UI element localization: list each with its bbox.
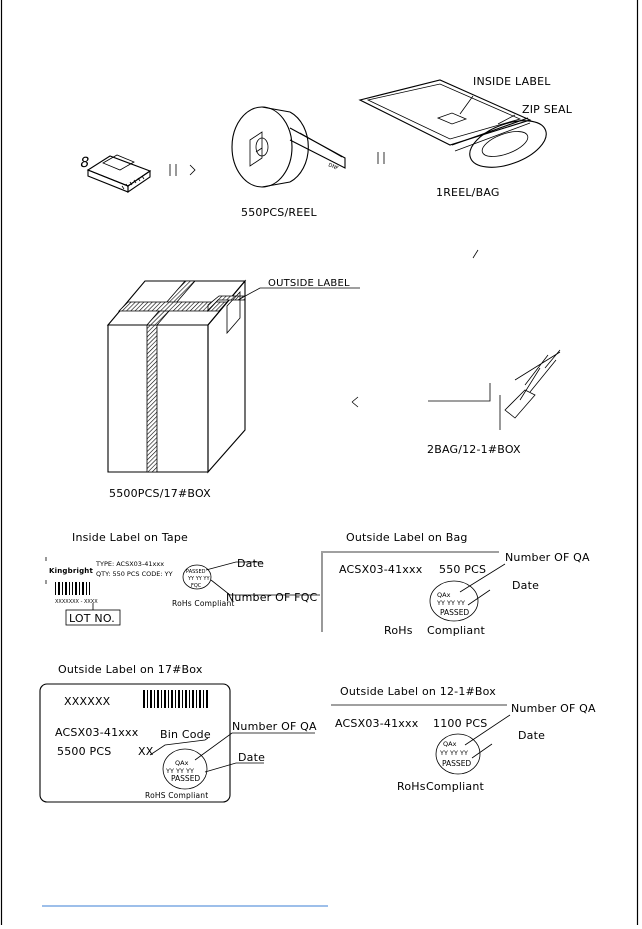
box12-qty-label: 2BAG/12-1#BOX [427, 443, 521, 456]
box12-stamp-line3: PASSED [442, 759, 471, 768]
tape-barcode-text: XXXXXXX - XXXX [55, 599, 98, 605]
tape-rohs: RoHs Compliant [172, 599, 235, 608]
box17-stamp-line2: YY YY YY [165, 767, 194, 775]
bag-stamp-line1: QAx [437, 591, 451, 599]
box17-stamp-line3: PASSED [171, 774, 200, 783]
box12-qty: 1100 PCS [433, 717, 487, 730]
box17-stamp-line1: QAx [175, 759, 189, 767]
bag-callout-qa: Number OF QA [505, 551, 590, 564]
bag-stamp-line2: YY YY YY [436, 599, 465, 607]
tape-label-title: Inside Label on Tape [72, 531, 188, 544]
zip-seal-callout: ZIP SEAL [522, 103, 573, 116]
tape-label-section: Inside Label on Tape Kingbright TYPE: AC… [45, 531, 320, 626]
box17-part: ACSX03-41xxx [55, 726, 139, 739]
tape-stamp-line2: YY YY YY [187, 576, 210, 582]
tape-lot-no: LOT NO. [69, 612, 115, 625]
box17-callout-qa: Number OF QA [232, 720, 317, 733]
svg-text:8: 8 [79, 155, 91, 171]
bag-qty: 550 PCS [439, 563, 486, 576]
bag-callout-date: Date [512, 579, 539, 592]
box17-callout-date: Date [238, 751, 265, 764]
tape-barcode [55, 582, 90, 595]
box17-qty: 5500 PCS [57, 745, 111, 758]
reel-qty-label: 550PCS/REEL [241, 206, 318, 219]
bag-part: ACSX03-41xxx [339, 563, 423, 576]
bag-rohs: RoHs [384, 624, 413, 637]
box12-label-section: Outside Label on 12-1#Box ACSX03-41xxx 1… [331, 685, 596, 793]
tape-qty-line: QTY: 550 PCS CODE: YY [96, 570, 173, 578]
box17-drawing: OUTSIDE LABEL 5500PCS/17#BOX [106, 278, 360, 500]
box12-compliant: Compliant [426, 780, 485, 793]
box17-qty-label: 5500PCS/17#BOX [109, 487, 211, 500]
box12-label-title: Outside Label on 12-1#Box [340, 685, 496, 698]
reel-drawing: DNF 550PCS/REEL [231, 106, 385, 219]
bag-label-title: Outside Label on Bag [346, 531, 468, 544]
tape-callout-fqc: Number OF FQC [226, 591, 318, 604]
tape-stamp-line3: FQC [191, 583, 202, 589]
box12-stamp-line2: YY YY YY [439, 749, 468, 757]
outside-label-callout: OUTSIDE LABEL [268, 278, 350, 289]
box17-label-section: Outside Label on 17#Box XXXXXX ACSX03-41… [39, 663, 317, 803]
box17-label-title: Outside Label on 17#Box [58, 663, 203, 676]
svg-text:DNF: DNF [327, 162, 339, 172]
box17-bin-value: XX [138, 745, 154, 758]
bag-drawing: INSIDE LABEL ZIP SEAL 1REEL/BAG [358, 75, 573, 199]
bag-qty-label: 1REEL/BAG [436, 186, 500, 199]
box12-part: ACSX03-41xxx [335, 717, 419, 730]
bag-compliant: Compliant [427, 624, 486, 637]
box17-bin-code: Bin Code [160, 728, 211, 741]
box12-callout-date: Date [518, 729, 545, 742]
bag-stamp-line3: PASSED [440, 608, 469, 617]
box12-rohs: RoHs [397, 780, 426, 793]
box17-rohs: RoHS Compliant [145, 791, 208, 800]
tape-brand: Kingbright [49, 567, 93, 575]
box12-drawing: 2BAG/12-1#BOX [427, 349, 561, 456]
box12-callout-qa: Number OF QA [511, 702, 596, 715]
box17-barcode [143, 690, 208, 708]
led-chip-drawing: 8 [79, 154, 196, 194]
inside-label-callout: INSIDE LABEL [473, 75, 551, 88]
tape-callout-date: Date [237, 557, 264, 570]
bag-label-section: Outside Label on Bag ACSX03-41xxx 550 PC… [321, 531, 590, 637]
box12-stamp-line1: QAx [443, 740, 457, 748]
tape-type-line: TYPE: ACSX03-41xxx [95, 560, 164, 568]
tape-stamp-line1: PASSED [186, 569, 206, 575]
box17-code: XXXXXX [64, 695, 111, 708]
